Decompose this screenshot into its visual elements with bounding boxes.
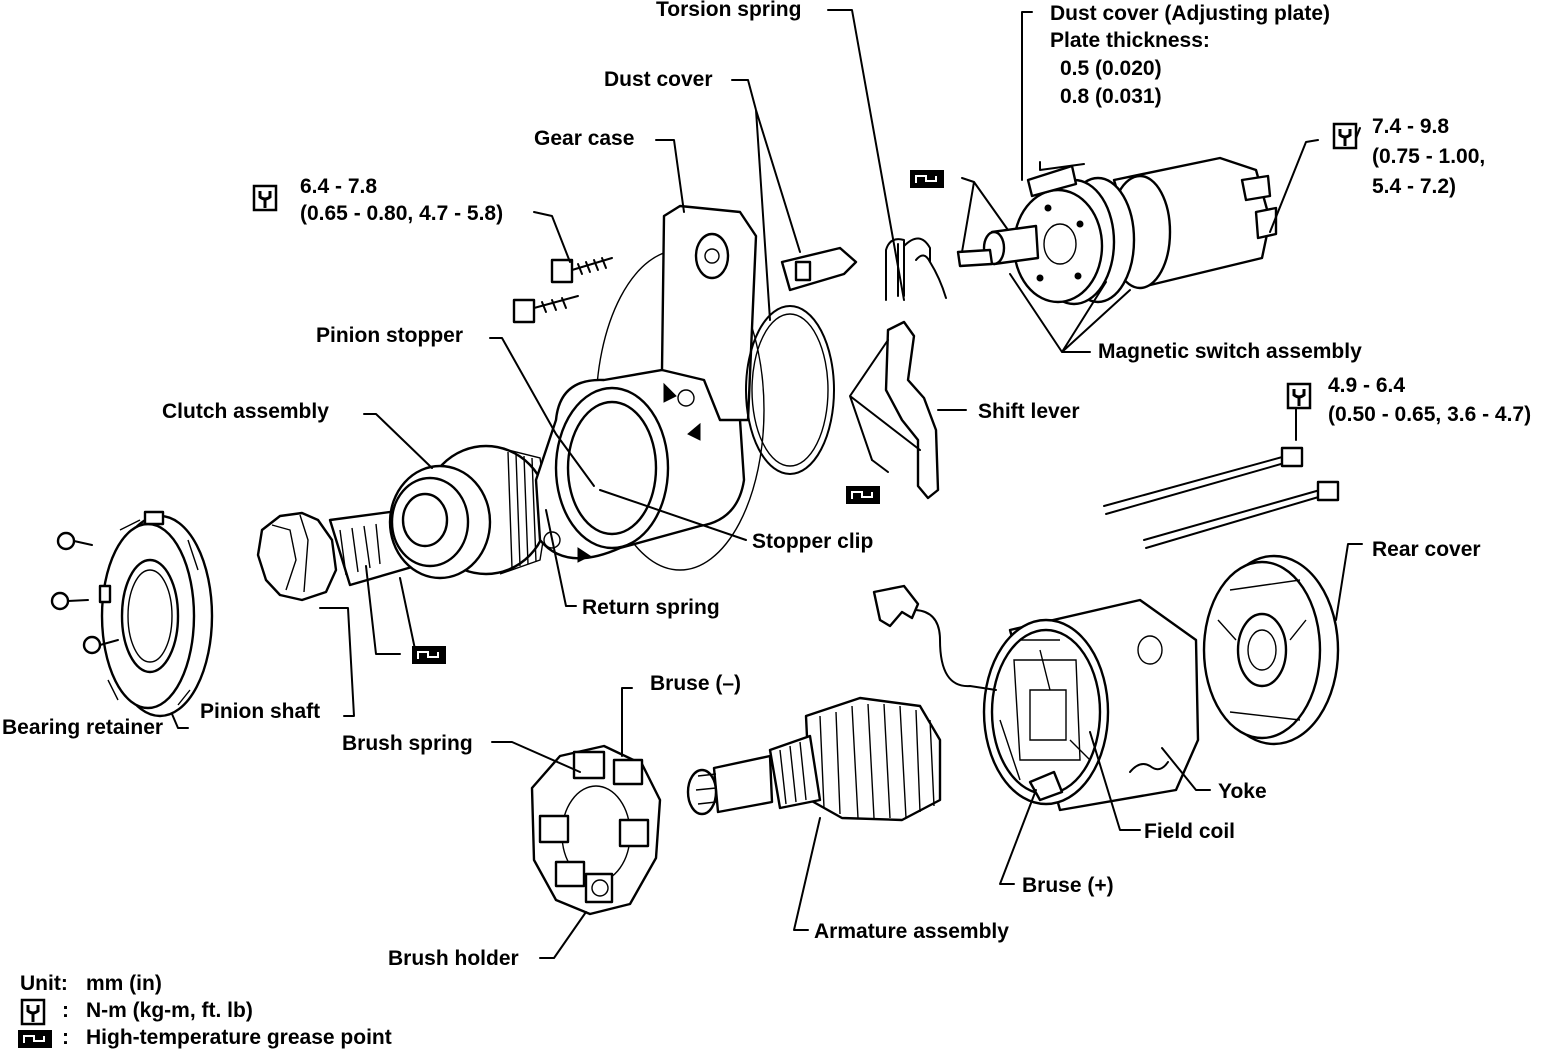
torque-wrench-icon xyxy=(1332,122,1358,150)
label-return-spring: Return spring xyxy=(582,596,720,619)
gear-case-bolts xyxy=(512,257,613,324)
legend-torque-value: N-m (kg-m, ft. lb) xyxy=(86,999,253,1022)
label-dust-cover-adjusting: Dust cover (Adjusting plate) xyxy=(1050,2,1331,25)
label-torque-2b: (0.75 - 1.00, xyxy=(1372,145,1486,168)
label-torque-3a: 4.9 - 6.4 xyxy=(1328,374,1406,397)
dust-cover-part xyxy=(780,246,858,292)
label-bearing-retainer: Bearing retainer xyxy=(2,716,164,739)
legend-torque-sep: : xyxy=(62,999,69,1022)
torque-wrench-icon xyxy=(20,998,46,1026)
label-brush-holder: Brush holder xyxy=(388,947,519,970)
gear-case-part xyxy=(534,204,835,571)
label-torque-1b: (0.65 - 0.80, 4.7 - 5.8) xyxy=(300,202,504,225)
label-clutch-assembly: Clutch assembly xyxy=(162,400,329,423)
shift-lever-part xyxy=(884,320,940,500)
bearing-retainer-part xyxy=(98,510,214,718)
label-yoke: Yoke xyxy=(1218,780,1267,803)
brush-holder-part xyxy=(530,744,662,916)
label-torque-2a: 7.4 - 9.8 xyxy=(1372,115,1450,138)
clutch-assembly-part xyxy=(388,444,550,580)
label-armature-assembly: Armature assembly xyxy=(814,920,1009,943)
magnetic-switch-part xyxy=(956,156,1278,306)
label-torque-3b: (0.50 - 0.65, 3.6 - 4.7) xyxy=(1328,403,1532,426)
label-dust-cover: Dust cover xyxy=(604,68,713,91)
retainer-screws xyxy=(50,531,119,655)
label-plate-thickness-1: 0.5 (0.020) xyxy=(1060,57,1162,80)
label-pinion-stopper: Pinion stopper xyxy=(316,324,463,347)
grease-point-icon xyxy=(17,1029,53,1049)
armature-part xyxy=(686,696,942,822)
rear-cover-part xyxy=(1202,554,1340,746)
label-torque-2c: 5.4 - 7.2) xyxy=(1372,175,1457,198)
yoke-part xyxy=(982,598,1200,812)
grease-point-icon xyxy=(845,485,881,505)
torque-wrench-icon xyxy=(252,184,278,212)
field-coil-lead xyxy=(872,584,997,691)
legend-unit-value: mm (in) xyxy=(86,972,162,995)
label-rear-cover: Rear cover xyxy=(1372,538,1481,561)
torque-wrench-icon xyxy=(1286,382,1312,410)
grease-point-icon xyxy=(909,169,945,189)
label-torque-1a: 6.4 - 7.8 xyxy=(300,175,378,198)
label-shift-lever: Shift lever xyxy=(978,400,1080,423)
leader-lines xyxy=(171,9,1363,959)
label-bruse-plus: Bruse (+) xyxy=(1022,874,1114,897)
grease-point-icon xyxy=(411,645,447,665)
label-field-coil: Field coil xyxy=(1144,820,1236,843)
legend-grease-sep: : xyxy=(62,1026,69,1049)
legend-grease-value: High-temperature grease point xyxy=(86,1026,392,1049)
through-bolts xyxy=(1103,446,1340,549)
label-pinion-shaft: Pinion shaft xyxy=(200,700,321,723)
label-brush-spring: Brush spring xyxy=(342,732,473,755)
label-torsion-spring: Torsion spring xyxy=(656,0,802,21)
label-plate-thickness-2: 0.8 (0.031) xyxy=(1060,85,1162,108)
label-magnetic-switch: Magnetic switch assembly xyxy=(1098,340,1362,363)
label-gear-case: Gear case xyxy=(534,127,635,150)
label-stopper-clip: Stopper clip xyxy=(752,530,874,553)
label-plate-thickness: Plate thickness: xyxy=(1050,29,1210,52)
legend-unit-key: Unit: xyxy=(20,972,68,995)
label-bruse-minus: Bruse (–) xyxy=(650,672,742,695)
